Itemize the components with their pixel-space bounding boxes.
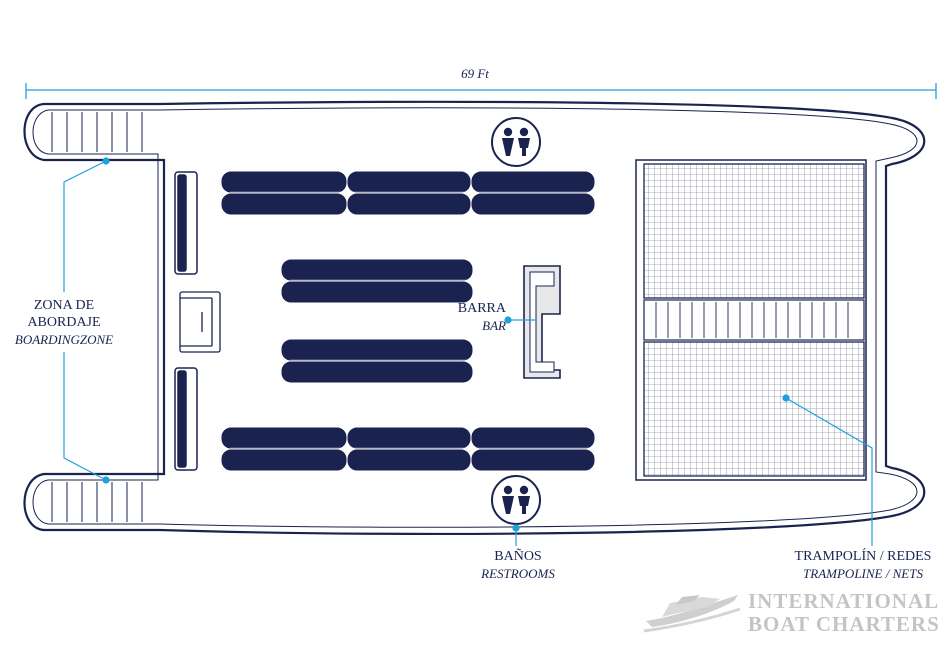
cushion-piping	[230, 191, 590, 449]
center-walkway-slats	[655, 302, 849, 338]
trampoline-label: TRAMPOLÍN / REDES TRAMPOLINE / NETS	[778, 548, 948, 582]
boarding-label-es-line2: ABORDAJE	[27, 315, 101, 330]
boarding-zone-label: ZONA DE ABORDAJE BOARDINGZONE	[0, 297, 128, 348]
side-benches	[174, 171, 198, 471]
restrooms-label-es: BAÑOS	[494, 549, 542, 564]
bar-label-es: BARRA	[457, 301, 506, 316]
boarding-steps-bottom	[51, 482, 143, 522]
callout-dots	[102, 157, 790, 532]
length-dimension-line	[25, 83, 937, 99]
restroom-icon	[491, 117, 541, 167]
restroom-icon	[491, 475, 541, 525]
boat-logo-icon	[643, 595, 741, 633]
trampoline-label-en: TRAMPOLINE / NETS	[803, 566, 923, 581]
bar-label: BARRA BAR	[430, 300, 506, 334]
boarding-label-en: BOARDINGZONE	[14, 332, 114, 347]
company-logo: INTERNATIONAL BOAT CHARTERS	[640, 585, 945, 640]
trampoline-label-es: TRAMPOLÍN / REDES	[794, 549, 932, 564]
boarding-label-es-line1: ZONA DE	[33, 298, 95, 313]
boarding-steps-top	[51, 112, 143, 152]
helm-console	[179, 291, 221, 353]
logo-text-line2: BOAT CHARTERS	[748, 612, 940, 636]
restrooms-label: BAÑOS RESTROOMS	[458, 548, 578, 582]
seating-cushions	[221, 171, 595, 471]
trampoline-nets	[635, 159, 867, 481]
restrooms-label-en: RESTROOMS	[481, 566, 555, 581]
bar-counter	[523, 265, 561, 379]
hull-inner-outline	[32, 107, 918, 528]
logo-text-line1: INTERNATIONAL	[748, 589, 940, 613]
length-dimension-label: 69 Ft	[461, 66, 489, 81]
bar-label-en: BAR	[482, 318, 506, 333]
